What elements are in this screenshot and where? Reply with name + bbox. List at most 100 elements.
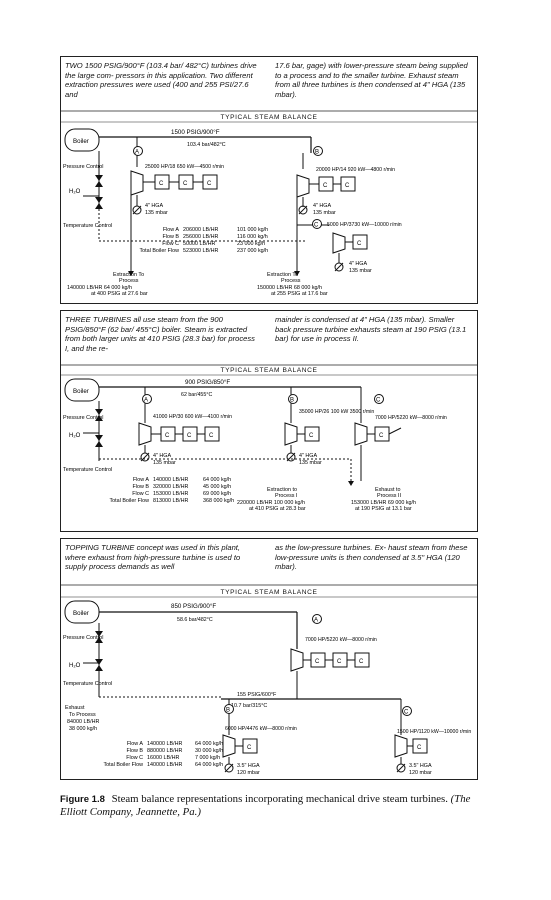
valve-icon <box>95 203 103 209</box>
turbine-c-shape <box>354 422 368 446</box>
valve-icon <box>95 637 103 643</box>
pressure-control-label: Pressure Control <box>63 415 103 421</box>
flow-si: 7 000 kg/h <box>195 755 220 761</box>
panel3-intro-right: as the low-pressure turbines. Ex- haust … <box>275 543 468 572</box>
header-pressure: 1500 PSIG/900°F <box>171 129 220 136</box>
boiler-shape <box>64 128 100 152</box>
c-glyph: C <box>247 745 252 751</box>
c-glyph: C <box>315 659 320 665</box>
turbine-c-shape <box>394 734 408 758</box>
flow-imperial: 16000 LB/HR <box>147 755 179 761</box>
ext1-l3: 140000 LB/HR 64 000 kg/h <box>67 285 132 291</box>
flow-imperial: 256000 LB/HR <box>183 234 218 240</box>
c-glyph: C <box>379 433 384 439</box>
arrow-down-icon <box>348 481 354 486</box>
exhaust-l4: 38 000 kg/h <box>69 726 97 732</box>
c-glyph: C <box>359 659 364 665</box>
valve-icon <box>95 435 103 441</box>
hga-c-1: 3.5" HGA <box>409 763 432 769</box>
water-label: H₂O <box>69 433 81 439</box>
hga-a-1: 4" HGA <box>145 203 163 209</box>
panel-two-turbines: TWO 1500 PSIG/900°F (103.4 bar/ 482°C) t… <box>60 56 478 304</box>
c-glyph: C <box>209 433 214 439</box>
turbine-a-rating: 25000 HP/18 650 kW—4500 r/min <box>145 164 224 170</box>
turbine-a-shape <box>138 422 152 446</box>
turbine-b-shape <box>296 174 310 198</box>
pressure-control-label: Pressure Control <box>63 635 103 641</box>
panel1-intro-left: TWO 1500 PSIG/900°F (103.4 bar/ 482°C) t… <box>65 61 257 99</box>
valve-icon <box>95 441 103 447</box>
node-c-marker <box>402 706 412 716</box>
flow-label: Flow B <box>127 748 144 754</box>
ext2-l4: at 190 PSIG at 13.1 bar <box>355 506 412 512</box>
hga-a-1: 4" HGA <box>153 453 171 459</box>
flow-imperial: 320000 LB/HR <box>153 484 188 490</box>
node-b-label: B <box>226 708 230 714</box>
c-glyph: C <box>207 181 212 187</box>
hga-a-2: 135 mbar <box>153 460 176 466</box>
node-b-marker <box>288 394 298 404</box>
flow-imperial: 140000 LB/HR <box>147 762 182 768</box>
turbine-c-rating: 1500 HP/1120 kW—10000 r/min <box>397 729 471 735</box>
valve-icon <box>95 665 103 671</box>
turbine-b-shape <box>222 734 236 758</box>
c-glyph: C <box>357 241 362 247</box>
boiler-label: Boiler <box>73 138 89 145</box>
flow-label: Total Boiler Flow <box>139 248 179 254</box>
hga-a-2: 135 mbar <box>145 210 168 216</box>
flow-label: Flow C <box>162 241 179 247</box>
c-glyph: C <box>337 659 342 665</box>
node-a-marker <box>312 614 322 624</box>
flow-si: 30 000 kg/h <box>195 748 223 754</box>
arrow-down-icon <box>294 271 300 276</box>
node-a-marker <box>133 146 143 156</box>
temperature-control-label: Temperature Control <box>63 467 112 473</box>
condenser-b <box>224 763 234 773</box>
node-c-marker <box>374 394 384 404</box>
flow-imperial: 140000 LB/HR <box>153 477 188 483</box>
turbine-a-shape <box>130 170 144 196</box>
turbine-a-rating: 41000 HP/30 600 kW—4100 r/min <box>153 414 232 420</box>
node-a-marker <box>142 394 152 404</box>
turbine-b-shape <box>284 422 298 446</box>
temperature-control-label: Temperature Control <box>63 223 112 229</box>
panel2-intro-left: THREE TURBINES all use steam from the 90… <box>65 315 255 353</box>
turbine-c-rating: 7000 HP/5220 kW—8000 r/min <box>375 415 447 421</box>
flow-imperial: 880000 LB/HR <box>147 748 182 754</box>
node-b-marker <box>224 704 234 714</box>
turbine-b-rating: 6000 HP/4476 kW—8000 r/min <box>225 726 297 732</box>
flow-si: 368 000 kg/h <box>203 498 234 504</box>
flow-label: Flow C <box>132 491 149 497</box>
ext2-l2: Process II <box>377 493 401 499</box>
caption-text: Steam balance representations incorporat… <box>111 793 448 805</box>
flow-si: 237 000 kg/h <box>237 248 268 254</box>
flow-table: Flow A 140000 LB/HR 64 000 kg/h Flow B 8… <box>103 741 223 768</box>
boiler-label: Boiler <box>73 388 89 395</box>
hga-b-1: 4" HGA <box>313 203 331 209</box>
flow-label: Flow A <box>133 477 150 483</box>
flow-si: 64 000 kg/h <box>195 741 223 747</box>
ext1-l1: Extraction To <box>113 272 144 278</box>
valve-icon <box>95 197 103 203</box>
boiler-label: Boiler <box>73 610 89 617</box>
flow-imperial: 523000 LB/HR <box>183 248 218 254</box>
condenser-b <box>298 205 308 215</box>
valve-icon <box>95 181 103 187</box>
hga-b-2: 135 mbar <box>313 210 336 216</box>
ext2-l1: Exhaust to <box>375 487 400 493</box>
ext1-l4: at 410 PSIG at 28.3 bar <box>249 506 306 512</box>
flow-si: 45 000 kg/h <box>203 484 231 490</box>
panel2-intro-right: mainder is condensed at 4" HGA (135 mbar… <box>275 315 467 344</box>
hga-c-2: 120 mbar <box>409 770 432 776</box>
exhaust-l1: Exhaust <box>65 705 85 711</box>
flow-table: Flow A 206000 LB/HR 101 000 kg/h Flow B … <box>139 227 268 254</box>
valve-icon <box>95 409 103 415</box>
turbine-c-rating: 5000 HP/3730 kW—10000 r/min <box>327 222 402 228</box>
ext1-l1: Extraction to <box>267 487 297 493</box>
condenser-b <box>286 452 296 462</box>
hga-c-1: 4" HGA <box>349 261 367 267</box>
flow-imperial: 206000 LB/HR <box>183 227 218 233</box>
hga-b-1: 3.5" HGA <box>237 763 260 769</box>
temperature-control-label: Temperature Control <box>63 681 112 687</box>
node-c-label: C <box>404 710 409 716</box>
